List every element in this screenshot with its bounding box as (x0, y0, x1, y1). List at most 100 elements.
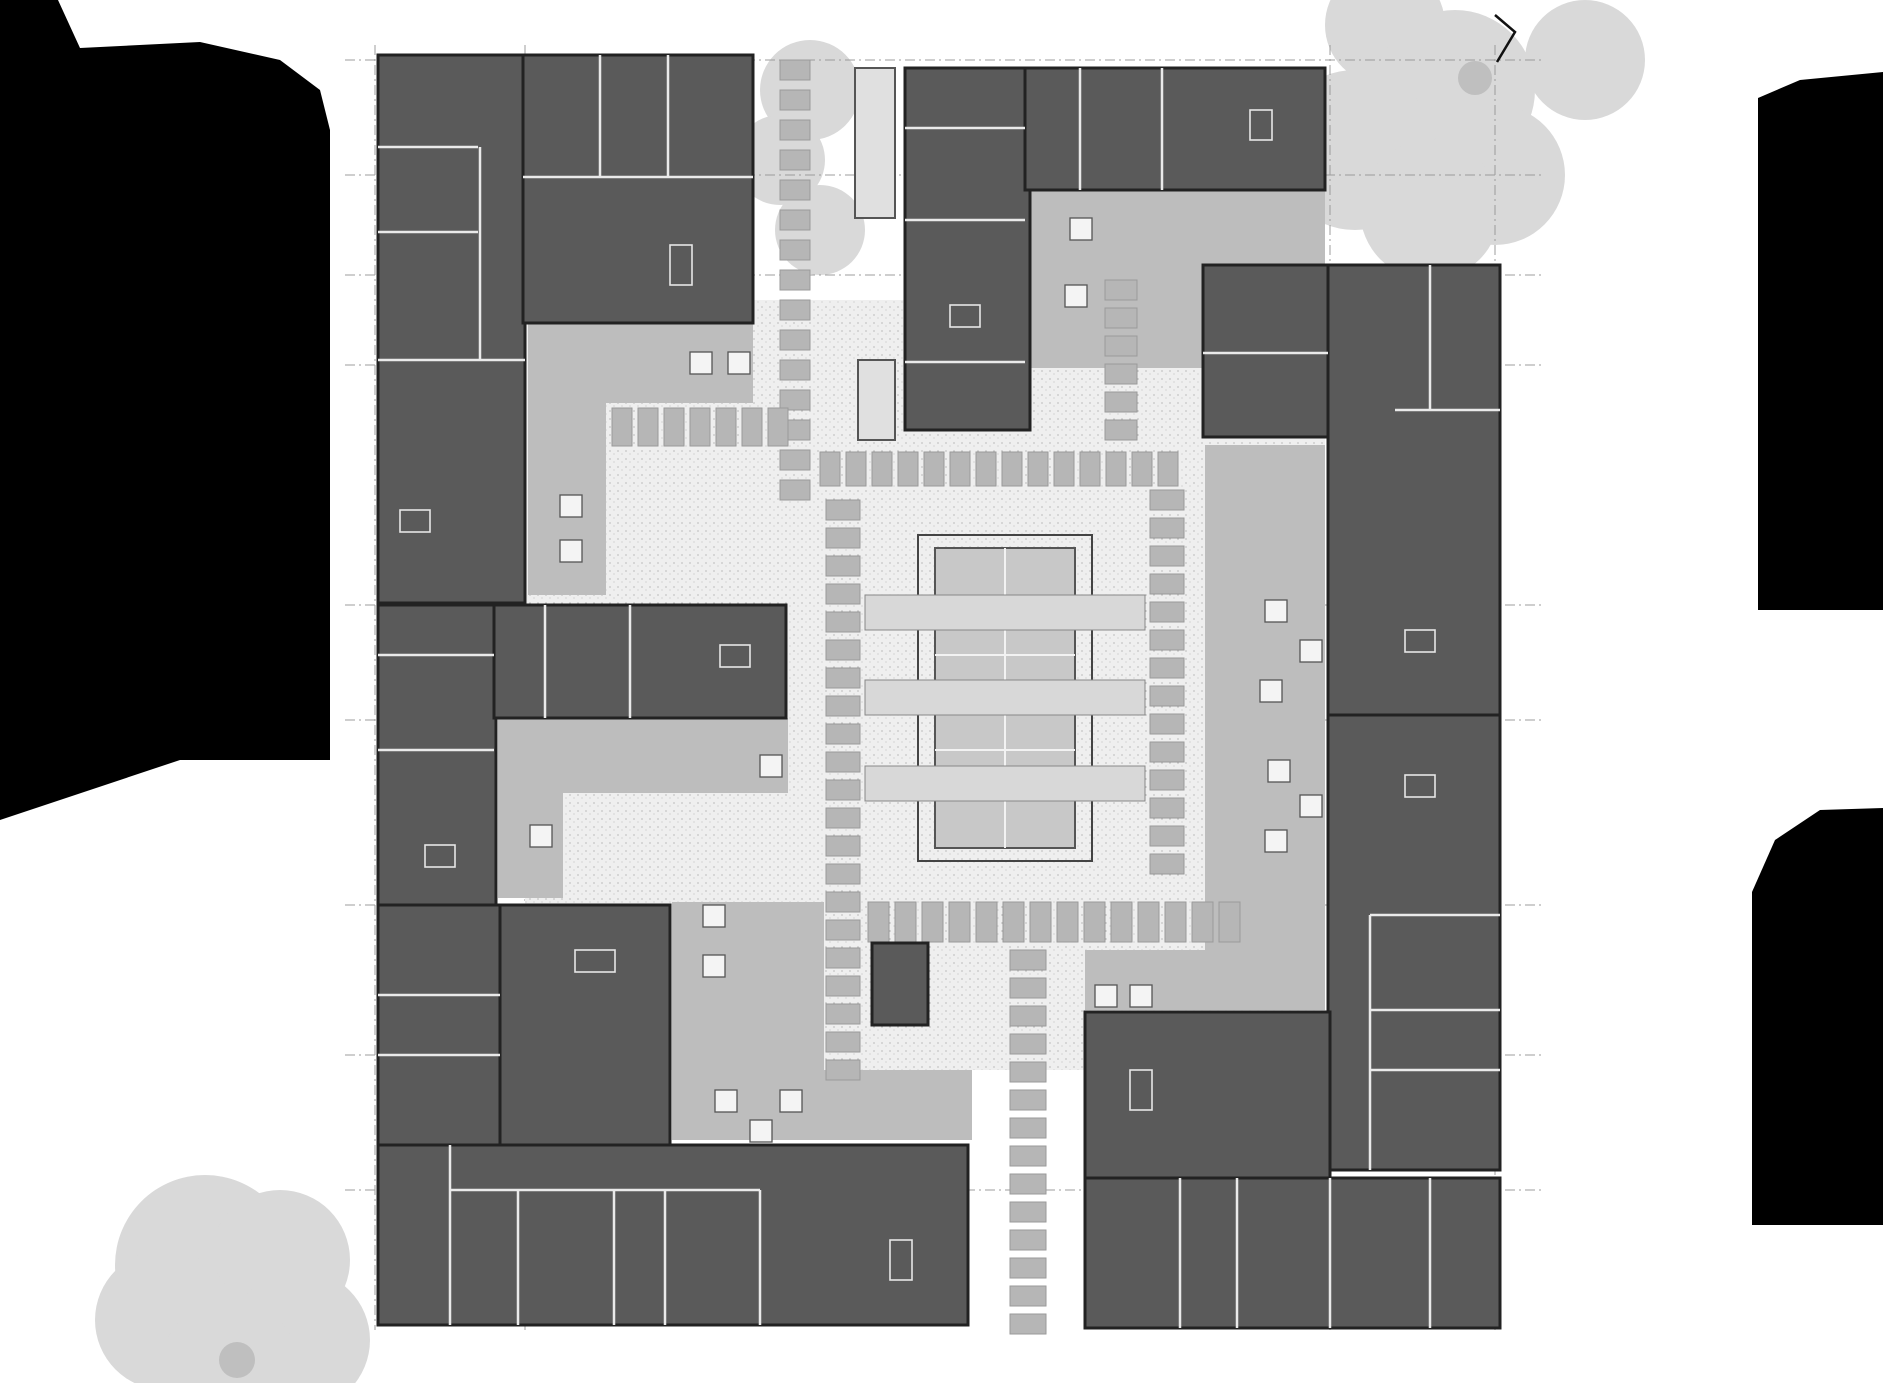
paver-stone (1009, 1005, 1047, 1027)
garden-chair (1267, 759, 1291, 783)
paver-stone (825, 1031, 861, 1053)
paver-stone (975, 901, 998, 943)
paver-stone (1009, 1257, 1047, 1279)
paver-stone (1009, 1229, 1047, 1251)
apartment-east-upper (1326, 263, 1502, 719)
paver-stone (825, 583, 861, 605)
paver-stone (779, 269, 811, 291)
garden-chair (529, 824, 553, 848)
garden-chairs (529, 217, 1323, 1143)
neighbor-buildings (0, 0, 1883, 1225)
paver-stone (825, 891, 861, 913)
apartment-south-east-units (1083, 1176, 1502, 1330)
pavilion-terrace-middle (864, 679, 1146, 716)
paver-stone (825, 1003, 861, 1025)
paver-stone (1105, 451, 1127, 487)
paver-stone (1009, 1201, 1047, 1223)
paver-stone (1149, 741, 1185, 763)
paver-stone (1027, 451, 1049, 487)
pavilion-terrace-south (864, 765, 1146, 802)
garden-chair (559, 539, 583, 563)
north-arrow-icon (1494, 14, 1517, 63)
paver-stone (1009, 1313, 1047, 1335)
courtyard-terrace-east (1205, 445, 1325, 965)
paver-stone (611, 407, 633, 447)
paver-stone (1149, 853, 1185, 875)
apartment-west-middle (376, 603, 498, 907)
paver-stone (825, 499, 861, 521)
courtyard-terrace-southeast (1085, 950, 1325, 1010)
paver-stone (975, 451, 997, 487)
paver-stone (923, 451, 945, 487)
paver-stone (921, 901, 944, 943)
paver-stone (663, 407, 685, 447)
paver-stone (1056, 901, 1079, 943)
paver-stone (1218, 901, 1241, 943)
paver-stone (825, 667, 861, 689)
paver-stone (1009, 1089, 1047, 1111)
paver-stone (1149, 713, 1185, 735)
paver-stone (779, 119, 811, 141)
tree-southwest (95, 1175, 370, 1383)
apartment-blocks (376, 53, 1502, 1330)
apartment-east-lower (1326, 713, 1502, 1172)
paver-stone (741, 407, 763, 447)
garden-chair (727, 351, 751, 375)
apartment-north-center (903, 66, 1032, 432)
paver-stone (825, 779, 861, 801)
paver-stone (1009, 1117, 1047, 1139)
paver-stone (825, 695, 861, 717)
paver-stone (779, 239, 811, 261)
paver-stone (894, 901, 917, 943)
paver-stone (1104, 335, 1138, 357)
paver-stone (779, 389, 811, 411)
paver-stone (1009, 1285, 1047, 1307)
utility-enclosure (870, 941, 930, 1027)
garden-chair (1069, 217, 1093, 241)
paver-stone (1149, 489, 1185, 511)
garden-chair (759, 754, 783, 778)
garden-chair (1299, 794, 1323, 818)
paver-stone (867, 901, 890, 943)
apartment-west-lower (376, 903, 504, 1147)
paver-stone (1029, 901, 1052, 943)
paver-stone (825, 863, 861, 885)
paver-stone (1104, 363, 1138, 385)
central-pavilion (864, 534, 1146, 862)
neighbor-building-west (0, 0, 330, 820)
paver-stone (825, 919, 861, 941)
paver-stone (1009, 1145, 1047, 1167)
paver-stone (819, 451, 841, 487)
paver-stone (948, 901, 971, 943)
paver-stone (1002, 901, 1025, 943)
paver-stone (637, 407, 659, 447)
paver-stone (767, 407, 789, 447)
courtyard-terrace-mid-west-strip (498, 718, 563, 898)
paver-stone (1149, 517, 1185, 539)
paver-stone (1053, 451, 1075, 487)
garden-chair (559, 494, 583, 518)
apartment-north-east (1023, 66, 1327, 192)
garden-chair (702, 904, 726, 928)
paver-stone (825, 639, 861, 661)
paver-stone (825, 723, 861, 745)
paver-stone (871, 451, 893, 487)
paver-stone (779, 329, 811, 351)
paver-stone (825, 1059, 861, 1081)
paver-stone (1001, 451, 1023, 487)
paver-stone (1149, 769, 1185, 791)
garden-chair (702, 954, 726, 978)
paver-stone (825, 807, 861, 829)
paver-stone (1149, 601, 1185, 623)
paver-stone (1131, 451, 1153, 487)
paver-stone (1110, 901, 1133, 943)
garden-chair (1264, 599, 1288, 623)
paver-stone (779, 179, 811, 201)
paver-stone (825, 611, 861, 633)
staircase-lower (857, 359, 896, 441)
paver-stone (779, 479, 811, 501)
paver-stone (1149, 685, 1185, 707)
neighbor-building-east-upper (1758, 72, 1883, 610)
paver-stone (949, 451, 971, 487)
